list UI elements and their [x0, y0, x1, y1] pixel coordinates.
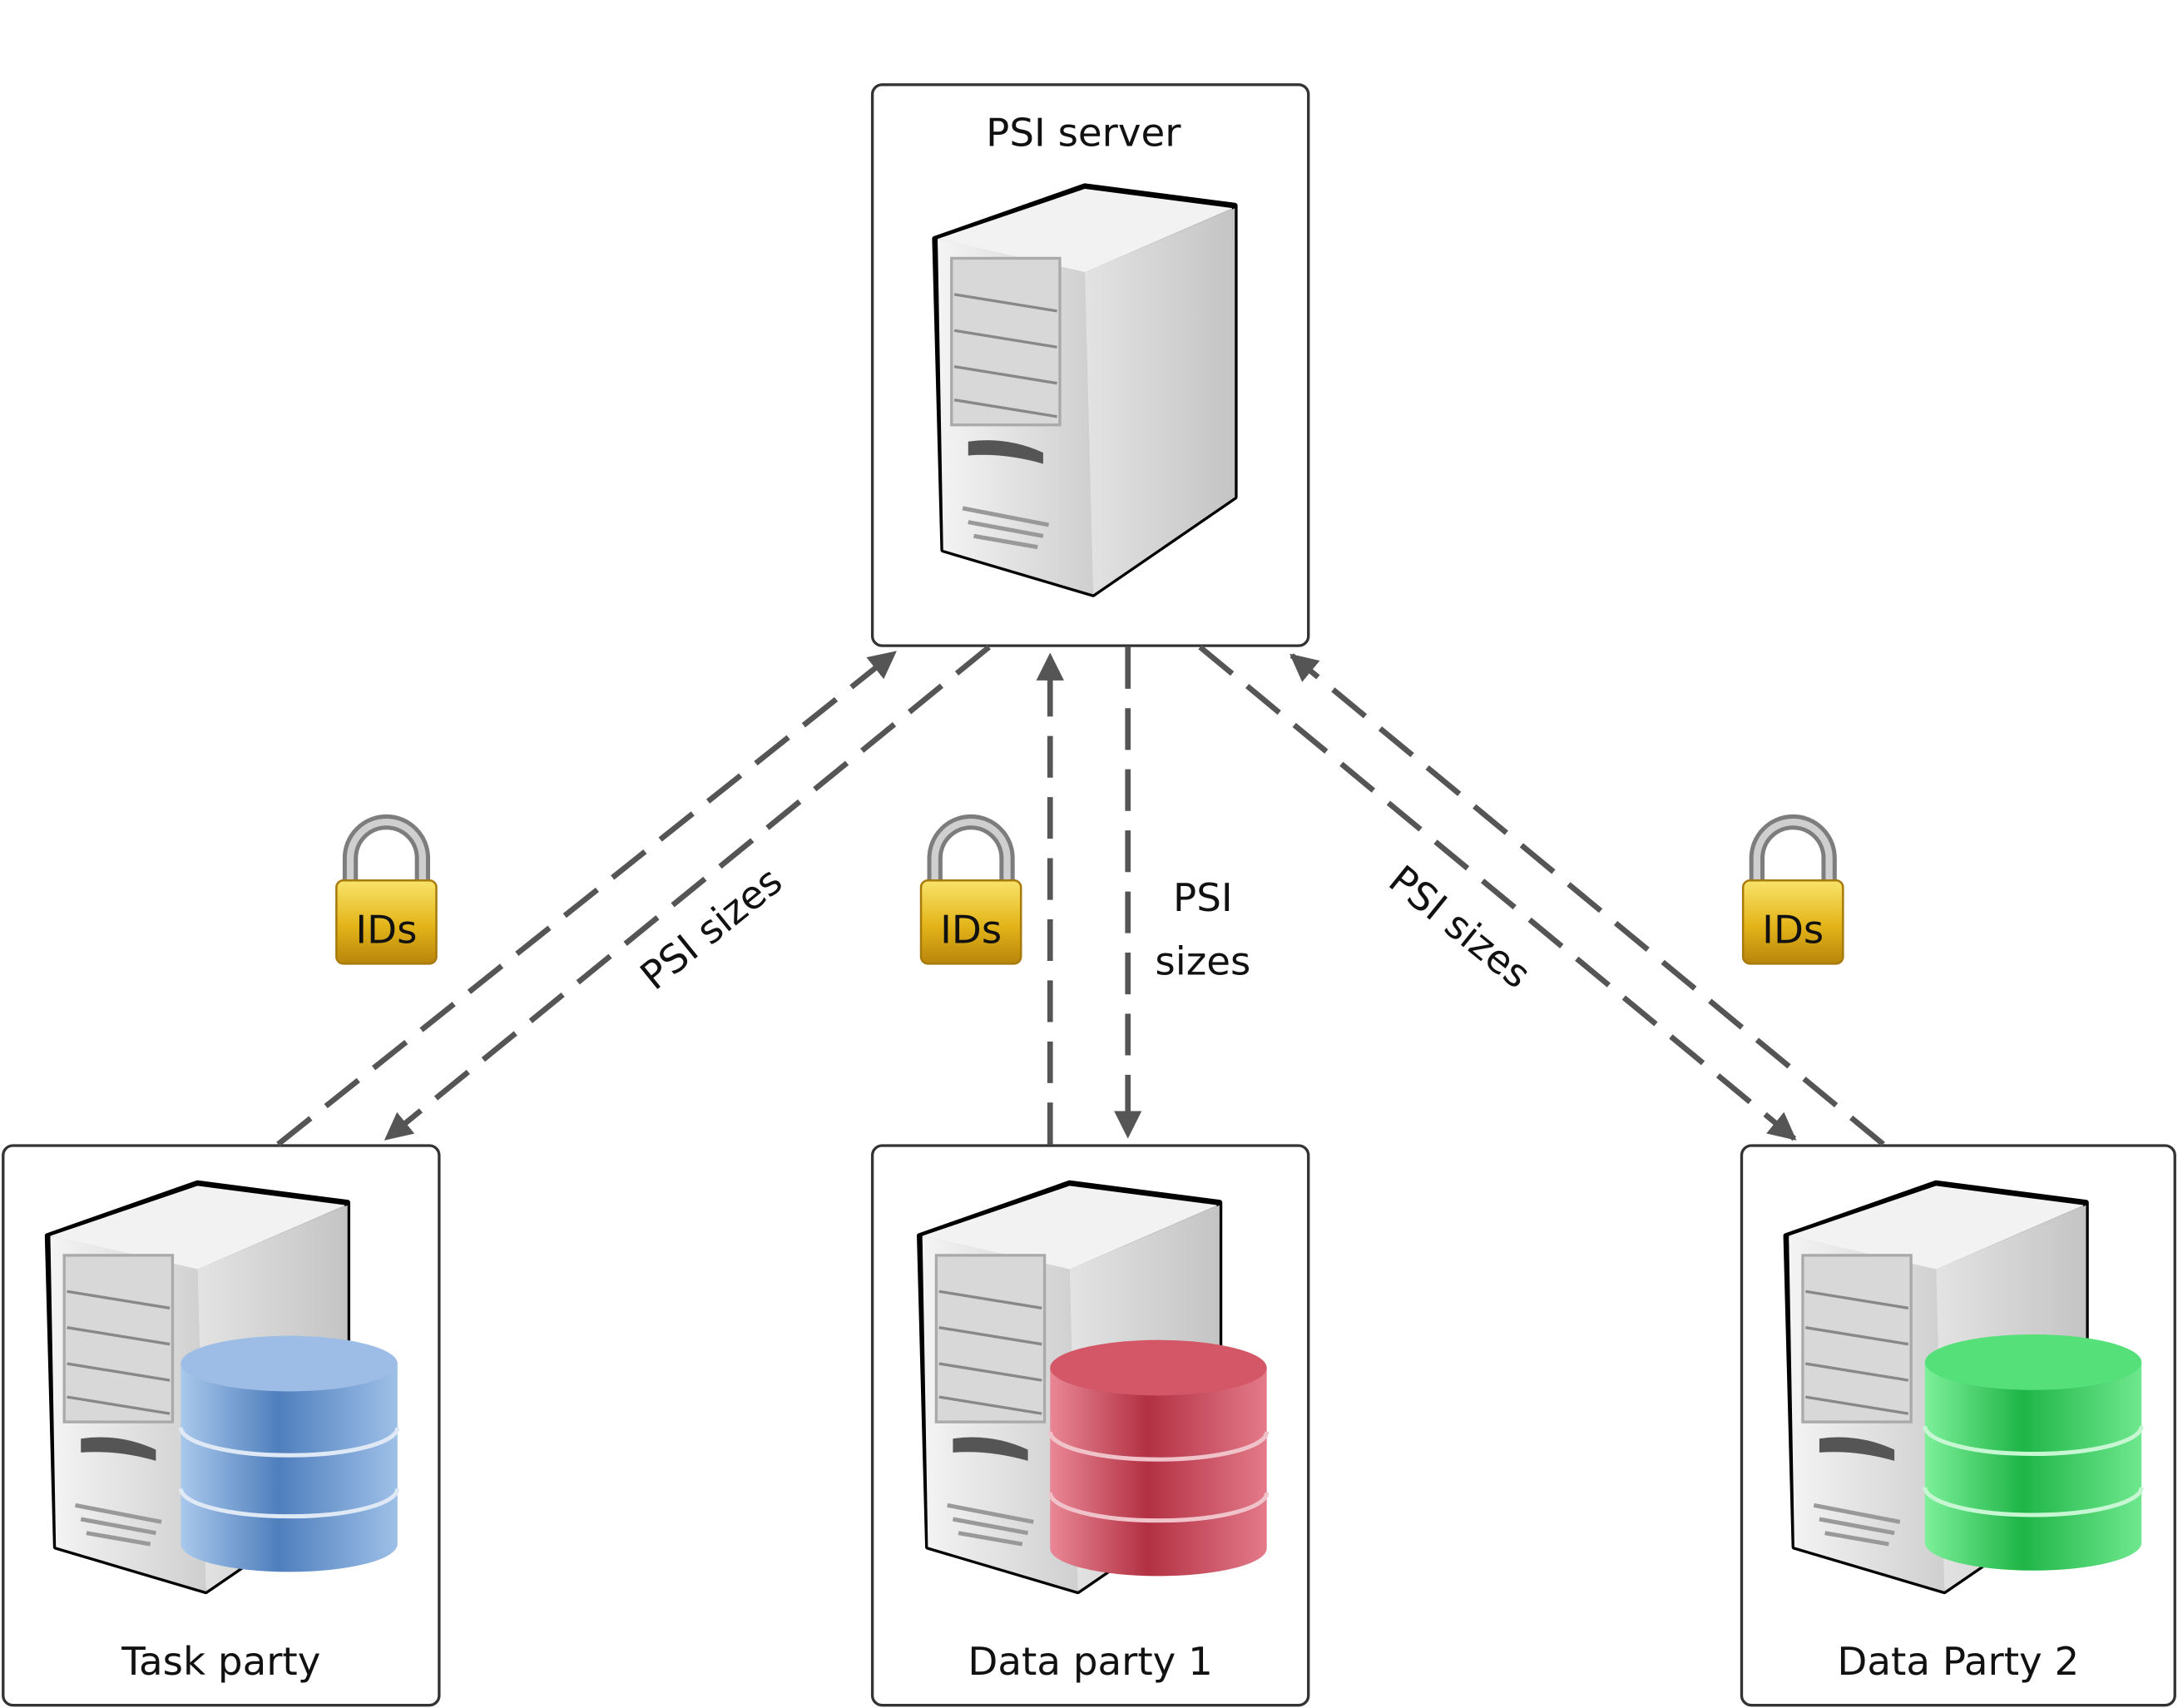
- arrow-data-party-2-to-server: [1289, 653, 1885, 1146]
- lock-label-middle: IDs: [940, 908, 1002, 953]
- edge-label-left: PSI sizes: [632, 859, 790, 999]
- edge-label-middle-line1: PSI: [1173, 876, 1233, 921]
- data-party-1-label: Data party 1: [968, 1640, 1212, 1685]
- arrow-server-to-task-party: [384, 645, 991, 1141]
- database-icon: [178, 1335, 400, 1572]
- lock-icon: IDs: [336, 822, 436, 963]
- arrow-server-to-data-party-2: [1198, 645, 1797, 1141]
- task-party-node: Task party: [2, 1144, 441, 1707]
- edge-label-middle-line2: sizes: [1155, 940, 1250, 985]
- psi-server-node: PSI server: [870, 83, 1310, 647]
- database-icon: [1047, 1339, 1270, 1577]
- edge-label-right: PSI sizes: [1380, 858, 1538, 998]
- lock-icon: IDs: [921, 822, 1021, 963]
- lock-label-right: IDs: [1762, 908, 1824, 953]
- database-icon: [1923, 1334, 2144, 1571]
- data-party-2-label: Data Party 2: [1837, 1640, 2079, 1685]
- data-party-2-node: Data Party 2: [1740, 1144, 2176, 1707]
- data-party-1-node: Data party 1: [870, 1144, 1310, 1707]
- lock-icon: IDs: [1743, 822, 1843, 963]
- lock-label-left: IDs: [355, 908, 417, 953]
- arrow-task-party-to-server: [276, 650, 897, 1146]
- psi-server-label: PSI server: [986, 111, 1181, 156]
- task-party-label: Task party: [121, 1640, 320, 1685]
